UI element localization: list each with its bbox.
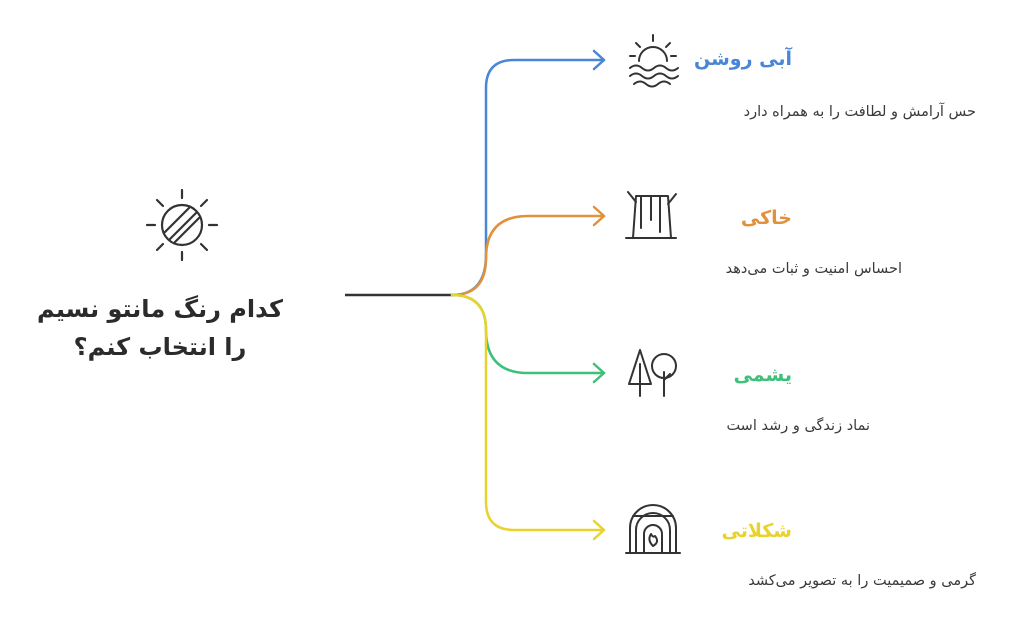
option-description-jade: نماد زندگی و رشد است: [726, 418, 870, 434]
option-title-jade: یشمی: [733, 364, 792, 386]
option-title-khaki: خاکی: [740, 207, 792, 229]
trees-icon: [628, 349, 677, 397]
option-title-light-blue: آبی روشن: [693, 48, 792, 70]
sunset-over-water-icon: [629, 34, 679, 88]
fireplace-icon: [625, 504, 681, 554]
arrowhead-jade: [592, 362, 606, 384]
sun-icon: [145, 188, 219, 262]
tree-stump-icon: [625, 191, 677, 239]
branch-connector-chocolate: [450, 293, 606, 532]
option-title-chocolate: شکلاتی: [721, 520, 792, 542]
arrowhead-chocolate: [592, 519, 606, 541]
central-question: کدام رنگ مانتو نسیم را انتخاب کنم؟: [10, 290, 310, 366]
arrowhead-khaki: [592, 205, 606, 227]
option-description-light-blue: حس آرامش و لطافت را به همراه دارد: [743, 104, 976, 120]
branch-connector-jade: [450, 293, 606, 375]
branch-connector-light-blue: [450, 58, 606, 297]
arrowhead-light-blue: [592, 49, 606, 71]
branch-connector-khaki: [450, 214, 606, 297]
question-line-1: کدام رنگ مانتو نسیم: [37, 295, 283, 323]
option-description-khaki: احساس امنیت و ثبات می‌دهد: [725, 261, 902, 277]
option-description-chocolate: گرمی و صمیمیت را به تصویر می‌کشد: [748, 573, 976, 589]
question-line-2: را انتخاب کنم؟: [73, 333, 247, 361]
